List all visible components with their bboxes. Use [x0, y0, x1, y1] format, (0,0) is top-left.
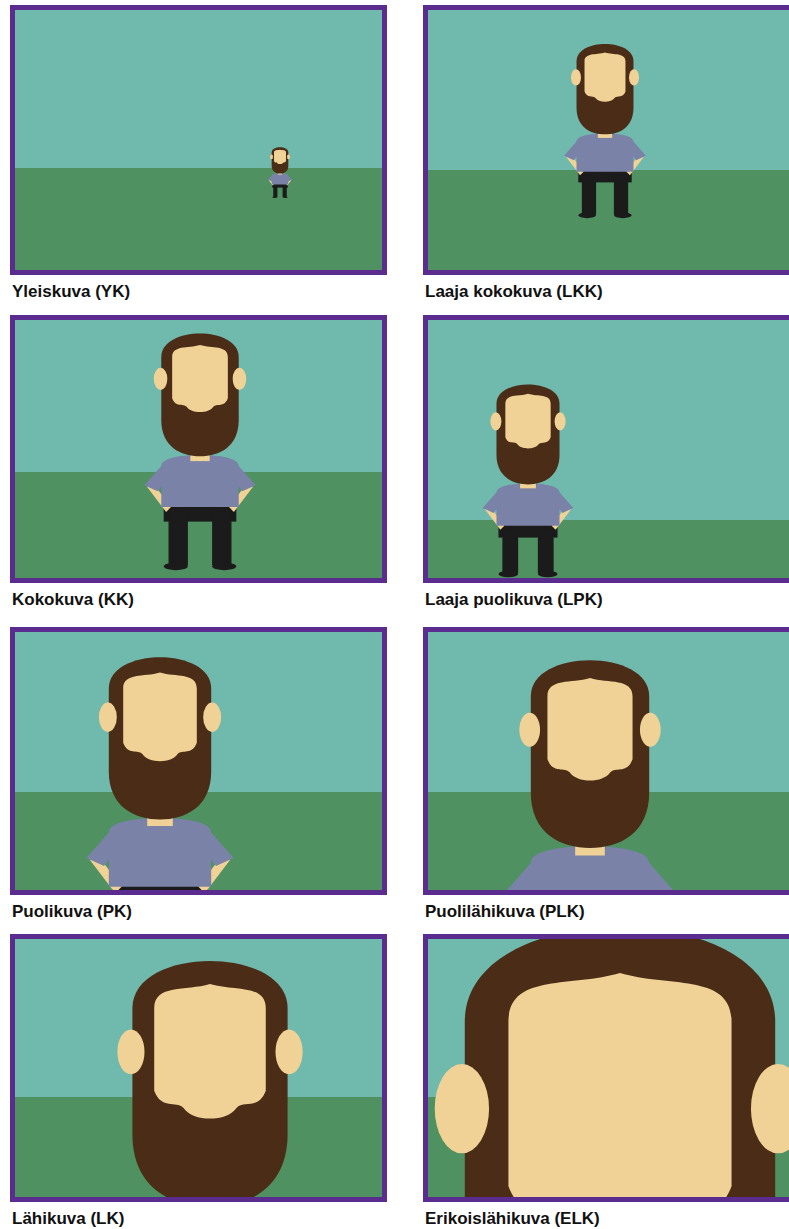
- sky: [15, 10, 382, 270]
- panel-frame: [423, 934, 789, 1202]
- shot-panel: Kokokuva (KK): [10, 315, 387, 617]
- panel-frame: [423, 315, 789, 583]
- shot-caption: Laaja kokokuva (LKK): [425, 282, 789, 302]
- shot-panel: Puolikuva (PK): [10, 627, 387, 929]
- shot-caption: Puolilähikuva (PLK): [425, 902, 789, 922]
- panel-frame: [10, 627, 387, 895]
- shot-illustration: [428, 632, 789, 890]
- panel-frame: [10, 315, 387, 583]
- panel-frame: [10, 5, 387, 275]
- shot-illustration: [428, 10, 789, 270]
- character: [483, 384, 574, 577]
- panel-frame: [423, 5, 789, 275]
- sky: [428, 320, 789, 578]
- character: [564, 44, 646, 218]
- shot-illustration: [428, 320, 789, 578]
- shot-caption: Laaja puolikuva (LPK): [425, 590, 789, 610]
- shot-illustration: [15, 320, 382, 578]
- shot-illustration: [15, 632, 382, 890]
- shot-illustration: [428, 939, 789, 1197]
- ground: [428, 520, 789, 578]
- shot-caption: Kokokuva (KK): [12, 590, 385, 610]
- sky: [15, 320, 382, 578]
- shot-panel: Yleiskuva (YK): [10, 5, 387, 309]
- shot-panel: Lähikuva (LK): [10, 934, 387, 1229]
- character: [268, 147, 292, 198]
- shot-panel: Laaja kokokuva (LKK): [423, 5, 789, 309]
- shot-panel: Puolilähikuva (PLK): [423, 627, 789, 929]
- shot-panel: Laaja puolikuva (LPK): [423, 315, 789, 617]
- panel-frame: [10, 934, 387, 1202]
- character: [505, 660, 675, 890]
- character: [98, 961, 321, 1197]
- character: [428, 939, 789, 1197]
- shot-panel: Erikoislähikuva (ELK): [423, 934, 789, 1229]
- shot-illustration: [15, 10, 382, 270]
- shot-illustration: [15, 939, 382, 1197]
- shot-caption: Puolikuva (PK): [12, 902, 385, 922]
- sky: [428, 10, 789, 270]
- panel-frame: [423, 627, 789, 895]
- shot-caption: Lähikuva (LK): [12, 1209, 385, 1229]
- ground: [15, 168, 382, 270]
- shot-caption: Yleiskuva (YK): [12, 282, 385, 302]
- shot-caption: Erikoislähikuva (ELK): [425, 1209, 789, 1229]
- character: [144, 333, 255, 570]
- ground: [428, 170, 789, 270]
- character: [86, 657, 233, 890]
